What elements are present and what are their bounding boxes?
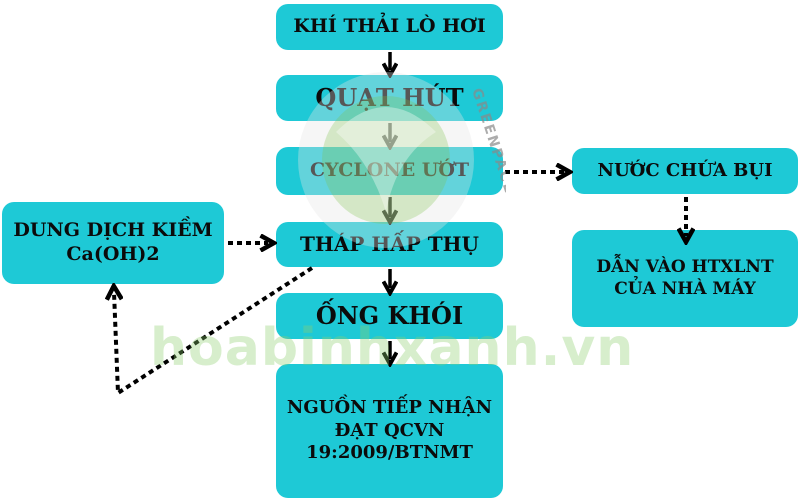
node-ong-khoi: ỐNG KHÓI <box>276 293 503 339</box>
node-quat-hut: QUẠT HÚT <box>276 75 503 121</box>
node-nuoc-chua-bui: NƯỚC CHỨA BỤI <box>572 148 798 194</box>
node-nguon-tiep-nhan: NGUỒN TIẾP NHẬN ĐẠT QCVN 19:2009/BTNMT <box>276 364 503 498</box>
node-dan-vao-htxlnt: DẪN VÀO HTXLNT CỦA NHÀ MÁY <box>572 230 798 327</box>
node-khi-thai-lo-hoi: KHÍ THẢI LÒ HƠI <box>276 4 503 50</box>
node-thap-hap-thu: THÁP HẤP THỤ <box>276 222 503 267</box>
dotted-return-thap-to-dung-dich <box>114 266 314 397</box>
node-cyclone-uot: CYCLONE ƯỚT <box>276 147 503 195</box>
node-dung-dich-kiem: DUNG DỊCH KIỀM Ca(OH)2 <box>2 202 224 284</box>
